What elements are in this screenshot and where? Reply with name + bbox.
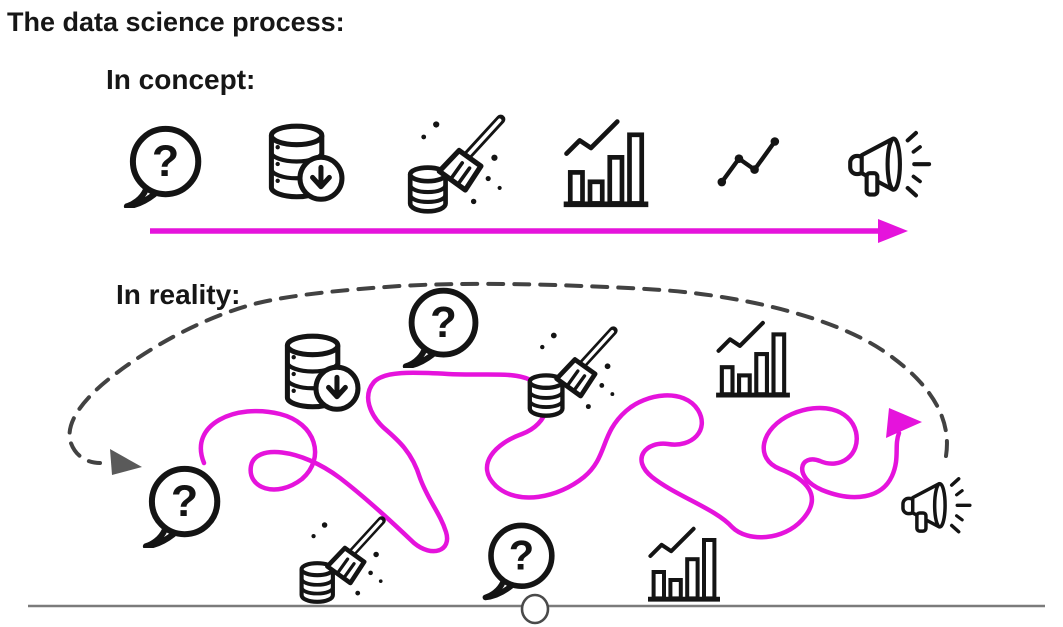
collect-data-icon bbox=[271, 126, 342, 199]
reality-section-label: In reality: bbox=[116, 279, 240, 310]
bar-chart-icon bbox=[564, 122, 649, 205]
reality-tangle-path bbox=[198, 370, 902, 554]
clean-data-icon bbox=[410, 119, 502, 211]
bar-chart-icon-reality-bottom bbox=[648, 529, 720, 599]
megaphone-icon bbox=[850, 133, 929, 195]
question-bubble-icon bbox=[127, 129, 198, 206]
question-bubble-icon-reality-left bbox=[146, 469, 217, 546]
tangle-arrowhead-icon bbox=[886, 408, 922, 438]
clean-data-icon-reality-top bbox=[530, 331, 614, 416]
bar-chart-icon-reality-top bbox=[716, 323, 790, 395]
concept-section-label: In concept: bbox=[106, 64, 255, 95]
concept-arrowhead-icon bbox=[878, 219, 908, 243]
line-chart-icon bbox=[718, 137, 780, 186]
megaphone-icon-reality bbox=[901, 477, 972, 534]
collect-data-icon-reality bbox=[287, 336, 358, 409]
reality-loop-dashed-path bbox=[67, 281, 949, 465]
clean-data-icon-reality-bottom bbox=[302, 520, 383, 601]
question-bubble-icon-reality-bottom bbox=[485, 525, 551, 597]
question-bubble-icon-reality-top bbox=[406, 291, 476, 367]
baseline-circle-marker bbox=[520, 593, 550, 625]
loop-arrowhead-icon bbox=[110, 449, 142, 475]
page-title: The data science process: bbox=[7, 7, 345, 37]
